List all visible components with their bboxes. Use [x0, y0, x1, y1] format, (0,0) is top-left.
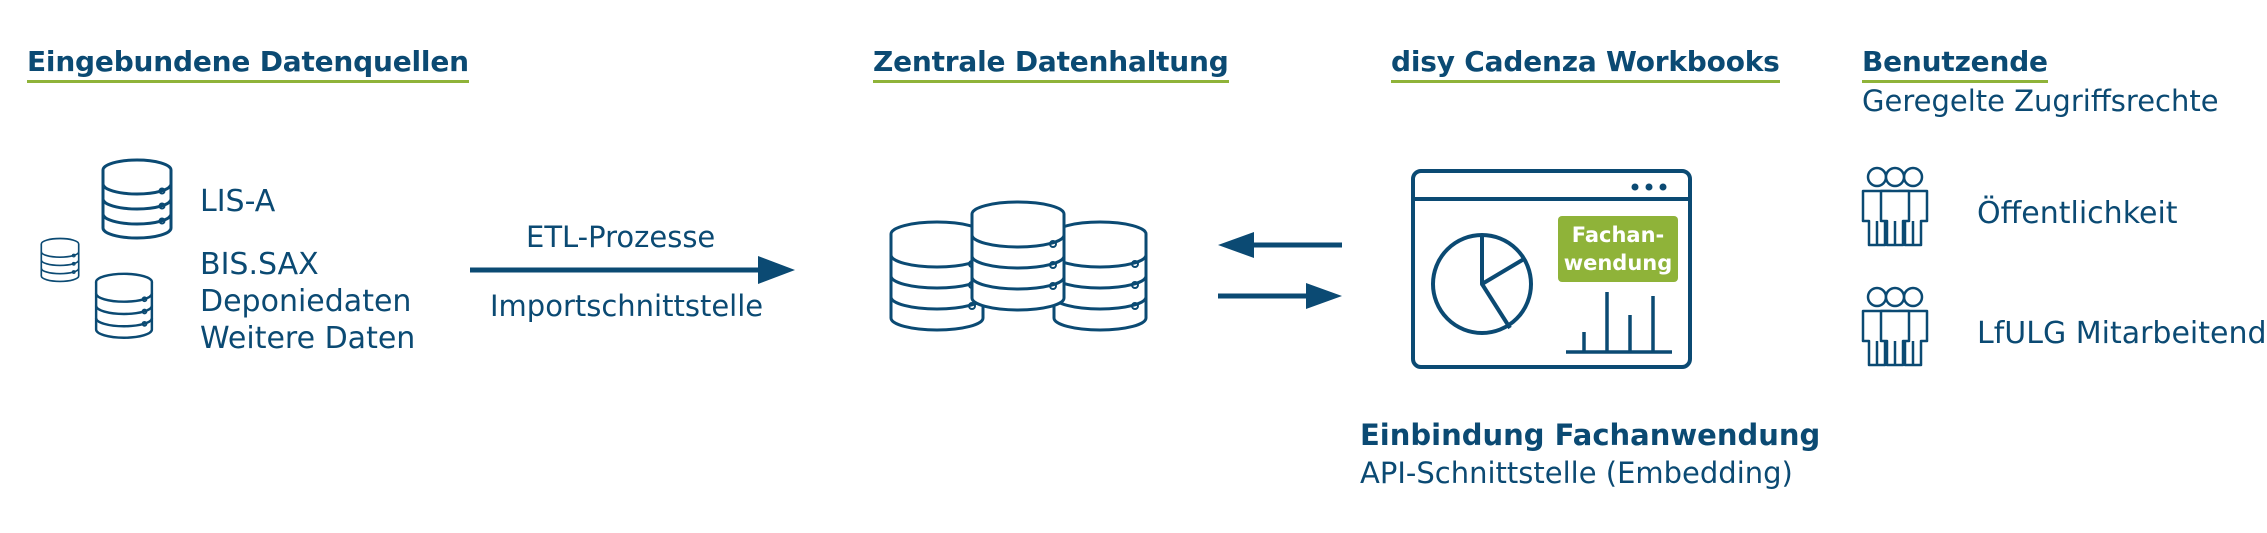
source-label-list: BIS.SAX Deponiedaten Weitere Daten: [200, 246, 415, 357]
source-label-deponiedaten: Deponiedaten: [200, 284, 412, 319]
heading-underline: [1862, 80, 2048, 83]
users-group-icon: [1863, 288, 1927, 365]
database-icon: [94, 272, 154, 339]
workbooks-heading: disy Cadenza Workbooks: [1391, 45, 1780, 83]
heading-underline: [1391, 80, 1780, 83]
users-group-icon: [1863, 168, 1927, 245]
badge-line-1: Fachan-: [1572, 223, 1665, 247]
badge-line-2: wendung: [1564, 251, 1673, 275]
sources-heading: Eingebundene Datenquellen: [27, 45, 469, 83]
heading-underline: [27, 80, 469, 83]
etl-arrow-icon: [470, 256, 795, 284]
right-arrow-icon: [1218, 283, 1342, 309]
pie-chart-icon: [1431, 233, 1533, 335]
users-heading: Benutzende: [1862, 45, 2048, 83]
embedding-subtitle: API-Schnittstelle (Embedding): [1360, 456, 1793, 490]
user-group-label-public: Öffentlichkeit: [1977, 196, 2178, 231]
bar-chart-icon: [1566, 292, 1672, 354]
left-arrow-icon: [1218, 232, 1342, 258]
etl-bottom-label: Importschnittstelle: [490, 289, 764, 323]
source-label-lis-a: LIS-A: [200, 184, 276, 219]
source-label-weitere-daten: Weitere Daten: [200, 321, 416, 356]
central-heading: Zentrale Datenhaltung: [873, 45, 1229, 83]
database-icon: [101, 158, 173, 240]
fachanwendung-badge: Fachan- wendung: [1558, 216, 1678, 282]
database-icon: [40, 237, 80, 283]
central-database-icon: [889, 200, 1148, 332]
source-label-bis-sax: BIS.SAX: [200, 247, 319, 282]
etl-top-label: ETL-Prozesse: [526, 220, 716, 254]
embedding-title: Einbindung Fachanwendung: [1360, 418, 1821, 452]
user-group-label-staff: LfULG Mitarbeitende: [1977, 316, 2267, 351]
users-subtitle: Geregelte Zugriffsrechte: [1862, 84, 2219, 118]
heading-underline: [873, 80, 1229, 83]
